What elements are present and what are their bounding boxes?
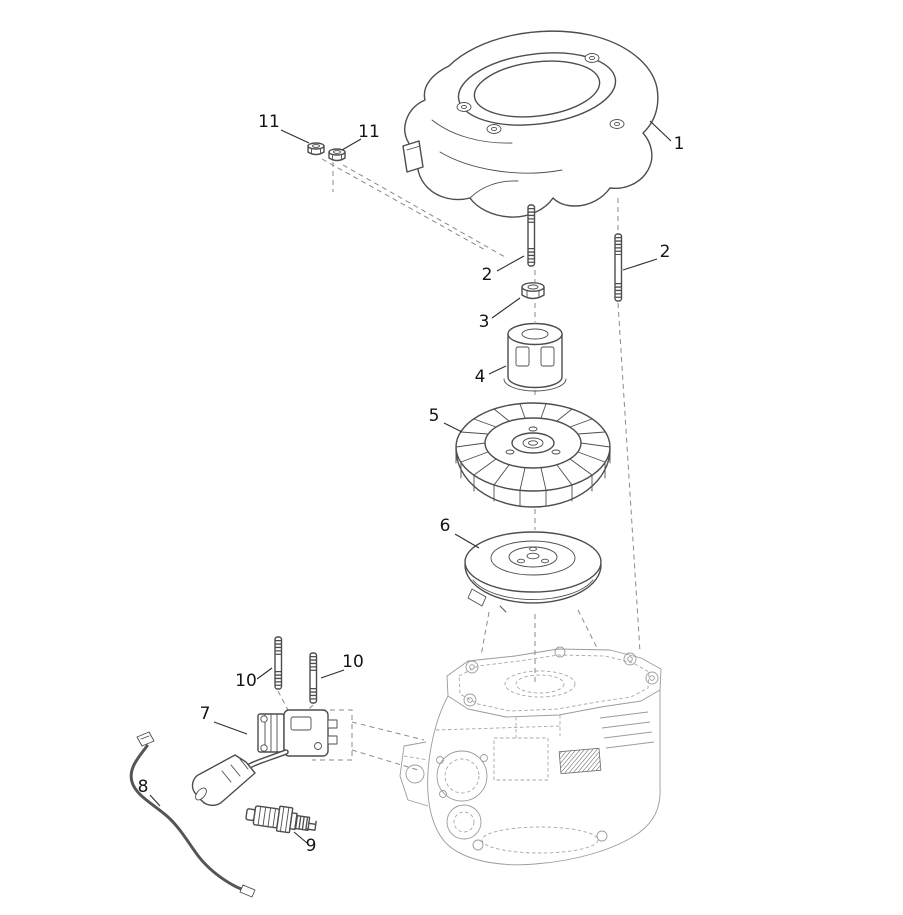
hex-nut-right-illustration [328, 148, 346, 162]
leader-line-part-9-13 [293, 831, 308, 844]
leader-line-part-11-0 [280, 129, 310, 144]
part-number-label-11-1: 11 [358, 122, 380, 142]
spark-plug-illustration [245, 805, 317, 834]
part-number-label-2-3: 2 [482, 265, 493, 285]
engine-block-illustration [399, 646, 662, 866]
stud-short-right-illustration [309, 652, 318, 704]
part-number-label-10-9: 10 [235, 671, 257, 691]
leader-line-part-7-11 [213, 721, 248, 735]
flywheel-illustration [464, 531, 602, 614]
ignition-module-illustration [191, 709, 425, 807]
hex-nut-left-illustration [307, 142, 325, 156]
leader-line-part-6-8 [454, 533, 480, 549]
collar-nut-illustration [521, 282, 545, 300]
leader-line-part-3-5 [491, 297, 521, 319]
leader-line-part-8-12 [149, 794, 161, 807]
fan-wheel-illustration [455, 398, 611, 508]
part-number-label-4-6: 4 [475, 367, 486, 387]
part-number-label-9-13: 9 [306, 836, 317, 856]
ground-wire-illustration [129, 731, 256, 898]
stud-long-right-illustration [614, 233, 623, 302]
leader-line-part-2-3 [496, 255, 525, 272]
part-number-label-10-10: 10 [342, 652, 364, 672]
leader-line-part-11-1 [341, 138, 362, 151]
part-number-label-1-2: 1 [674, 134, 685, 154]
leader-line-part-5-7 [443, 422, 463, 433]
leader-line-part-10-10 [320, 669, 345, 679]
part-number-label-5-7: 5 [429, 406, 440, 426]
fan-housing-illustration [402, 30, 659, 218]
stud-long-left-illustration [527, 204, 536, 267]
part-number-label-8-12: 8 [138, 777, 149, 797]
part-number-label-2-4: 2 [660, 242, 671, 262]
leader-line-part-4-6 [488, 365, 507, 375]
part-number-label-6-8: 6 [440, 516, 451, 536]
fan-blades [455, 403, 611, 507]
leader-line-part-10-9 [256, 667, 273, 680]
leader-line-part-2-4 [622, 258, 658, 271]
stud-short-left-illustration [274, 636, 283, 690]
leader-line-part-1-2 [649, 120, 672, 142]
starter-cup-illustration [503, 322, 567, 392]
part-number-label-11-0: 11 [258, 112, 280, 132]
part-number-label-7-11: 7 [200, 704, 211, 724]
part-number-label-3-5: 3 [479, 312, 490, 332]
